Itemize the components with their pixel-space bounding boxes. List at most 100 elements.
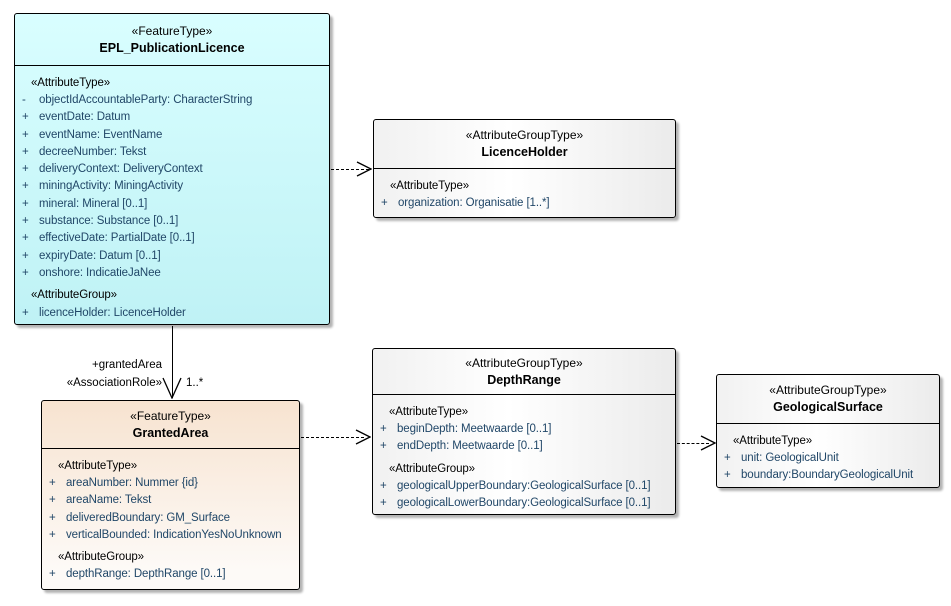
attribute-row: + boundary:BoundaryGeologicalUnit: [724, 467, 937, 484]
class-name: LicenceHolder: [481, 145, 568, 159]
visibility-marker: -: [22, 93, 26, 106]
visibility-marker: +: [49, 476, 56, 489]
open-arrowhead-right-icon: [356, 161, 372, 177]
visibility-marker: +: [49, 568, 56, 581]
visibility-marker: +: [22, 128, 29, 141]
attribute-row: + decreeNumber: Tekst: [22, 143, 327, 160]
stereotype-label: «FeatureType»: [130, 408, 211, 423]
attribute-text: geologicalUpperBoundary:GeologicalSurfac…: [397, 479, 651, 492]
attribute-row: + areaName: Tekst: [49, 492, 297, 509]
visibility-marker: +: [49, 528, 56, 541]
attribute-text: deliveryContext: DeliveryContext: [39, 163, 203, 176]
attribute-row: + miningActivity: MiningActivity: [22, 178, 327, 195]
class-header: «AttributeGroupType» LicenceHolder: [374, 120, 675, 169]
attribute-row: «AttributeType»: [22, 74, 327, 91]
dependency-line-grantedarea-depthrange[interactable]: [301, 437, 364, 438]
class-name: DepthRange: [487, 372, 561, 387]
attribute-text: effectiveDate: PartialDate [0..1]: [39, 232, 195, 245]
attribute-row: + mineral: Mineral [0..1]: [22, 195, 327, 212]
class-box-epl-publicationlicence[interactable]: «FeatureType» EPL_PublicationLicence «At…: [14, 13, 330, 325]
visibility-marker: +: [49, 494, 56, 507]
attribute-text: verticalBounded: IndicationYesNoUnknown: [66, 528, 282, 541]
attribute-text: organization: Organisatie [1..*]: [398, 196, 550, 209]
stereotype-label: «AttributeGroupType»: [465, 128, 584, 142]
attribute-row: «AttributeGroup»: [49, 548, 297, 565]
attribute-row: «AttributeType»: [381, 177, 673, 194]
attribute-row: «AttributeGroup»: [380, 460, 673, 477]
attribute-row: + eventDate: Datum: [22, 109, 327, 126]
association-line-epl-grantedarea[interactable]: [172, 326, 173, 398]
visibility-marker: +: [22, 145, 29, 158]
visibility-marker: +: [380, 440, 387, 453]
attribute-text: licenceHolder: LicenceHolder: [39, 306, 186, 319]
attribute-list: «AttributeType» + organization: Organisa…: [374, 169, 675, 212]
class-header: «FeatureType» EPL_PublicationLicence: [15, 14, 329, 66]
attribute-row: + eventName: EventName: [22, 126, 327, 143]
visibility-marker: +: [22, 306, 29, 319]
attribute-row: + endDepth: Meetwaarde [0..1]: [380, 438, 673, 455]
class-header: «FeatureType» GrantedArea: [42, 401, 299, 449]
class-header: «AttributeGroupType» GeologicalSurface: [717, 375, 939, 424]
association-role-label: +grantedArea: [91, 359, 162, 371]
class-box-geologicalsurface[interactable]: «AttributeGroupType» GeologicalSurface «…: [716, 374, 940, 488]
attribute-text: beginDepth: Meetwaarde [0..1]: [397, 422, 552, 435]
attribute-text: «AttributeType»: [31, 76, 111, 89]
attribute-row: + unit: GeologicalUnit: [724, 449, 937, 466]
attribute-row: - objectIdAccountableParty: CharacterStr…: [22, 91, 327, 108]
visibility-marker: +: [22, 163, 29, 176]
attribute-list: «AttributeType» + areaNumber: Nummer {id…: [42, 449, 299, 583]
attribute-text: mineral: Mineral [0..1]: [39, 197, 148, 210]
attribute-text: expiryDate: Datum [0..1]: [39, 249, 161, 262]
attribute-row: + deliveryContext: DeliveryContext: [22, 160, 327, 177]
attribute-text: substance: Substance [0..1]: [39, 215, 179, 228]
attribute-text: objectIdAccountableParty: CharacterStrin…: [39, 93, 253, 106]
class-name: GeologicalSurface: [773, 400, 883, 414]
visibility-marker: +: [22, 180, 29, 193]
attribute-row: + organization: Organisatie [1..*]: [381, 194, 673, 211]
attribute-text: endDepth: Meetwaarde [0..1]: [397, 440, 543, 453]
visibility-marker: +: [381, 196, 388, 209]
open-arrowhead-right-icon: [355, 429, 371, 445]
attribute-row: + deliveredBoundary: GM_Surface: [49, 509, 297, 526]
attribute-row: + depthRange: DepthRange [0..1]: [49, 566, 297, 583]
visibility-marker: +: [380, 479, 387, 492]
attribute-text: «AttributeGroup»: [31, 289, 117, 302]
attribute-text: «AttributeGroup»: [389, 462, 475, 475]
attribute-row: + geologicalLowerBoundary:GeologicalSurf…: [380, 494, 673, 511]
attribute-text: deliveredBoundary: GM_Surface: [66, 511, 230, 524]
visibility-marker: +: [22, 197, 29, 210]
visibility-marker: +: [22, 249, 29, 262]
attribute-text: depthRange: DepthRange [0..1]: [66, 568, 226, 581]
association-stereotype-label: «AssociationRole»: [66, 377, 162, 389]
stereotype-label: «AttributeGroupType»: [465, 355, 583, 370]
attribute-row: + areaNumber: Nummer {id}: [49, 474, 297, 491]
visibility-marker: +: [49, 511, 56, 524]
association-multiplicity-label: 1..*: [186, 377, 204, 389]
attribute-row: + licenceHolder: LicenceHolder: [22, 304, 327, 321]
open-arrowhead-down-icon: [162, 377, 182, 399]
visibility-marker: +: [22, 266, 29, 279]
visibility-marker: +: [22, 111, 29, 124]
dependency-line-depthrange-geologicalsurface[interactable]: [677, 443, 709, 444]
stereotype-label: «AttributeGroupType»: [769, 383, 887, 397]
attribute-text: «AttributeGroup»: [58, 551, 144, 564]
attribute-text: areaNumber: Nummer {id}: [66, 476, 198, 489]
open-arrowhead-right-icon: [700, 435, 716, 451]
attribute-text: boundary:BoundaryGeologicalUnit: [741, 469, 914, 482]
attribute-text: «AttributeType»: [58, 459, 138, 472]
attribute-text: onshore: IndicatieJaNee: [39, 266, 161, 279]
attribute-text: unit: GeologicalUnit: [741, 451, 839, 464]
class-box-licenceholder[interactable]: «AttributeGroupType» LicenceHolder «Attr…: [373, 119, 676, 218]
attribute-row: + geologicalUpperBoundary:GeologicalSurf…: [380, 477, 673, 494]
visibility-marker: +: [380, 422, 387, 435]
visibility-marker: +: [22, 232, 29, 245]
attribute-row: + effectiveDate: PartialDate [0..1]: [22, 230, 327, 247]
attribute-list: «AttributeType» + unit: GeologicalUnit +…: [717, 424, 939, 484]
attribute-text: eventName: EventName: [39, 128, 163, 141]
dependency-line-epl-licenceholder[interactable]: [331, 169, 369, 170]
attribute-row: «AttributeType»: [49, 457, 297, 474]
class-box-depthrange[interactable]: «AttributeGroupType» DepthRange «Attribu…: [372, 348, 676, 515]
attribute-text: «AttributeType»: [733, 434, 813, 447]
class-box-grantedarea[interactable]: «FeatureType» GrantedArea «AttributeType…: [41, 400, 300, 590]
